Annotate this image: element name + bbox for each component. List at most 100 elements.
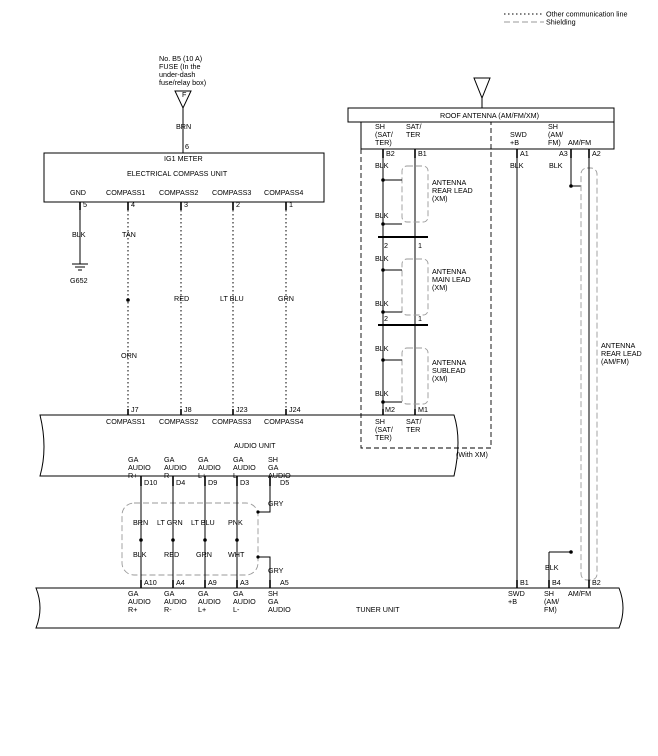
svg-text:BLK: BLK (549, 161, 563, 170)
brn-wire-label: BRN (176, 122, 191, 131)
svg-text:R-: R- (164, 605, 172, 614)
svg-text:BLK: BLK (510, 161, 524, 170)
pin-a4: A4 (176, 578, 185, 587)
svg-text:SWD: SWD (510, 130, 527, 139)
svg-text:BLK: BLK (375, 389, 389, 398)
svg-text:AUDIO: AUDIO (268, 605, 291, 614)
svg-text:L-: L- (233, 605, 240, 614)
svg-text:AUDIO: AUDIO (164, 597, 187, 606)
ltblu-wire-label: LT BLU (220, 294, 244, 303)
pin-b1: B1 (418, 149, 427, 158)
audio-unit-name: AUDIO UNIT (234, 441, 276, 450)
fuse-pin: F (182, 90, 187, 99)
term-compass1: COMPASS1 (106, 188, 145, 197)
pin-compass3: 2 (236, 200, 240, 209)
ground-label: G652 (70, 276, 88, 285)
svg-text:FM): FM) (548, 138, 561, 147)
svg-text:AUDIO: AUDIO (164, 463, 187, 472)
svg-text:BLK: BLK (375, 344, 389, 353)
svg-text:(SAT/: (SAT/ (375, 130, 393, 139)
gnd-wire-label: BLK (72, 230, 86, 239)
svg-text:R+: R+ (128, 605, 137, 614)
pin-b4-tuner: B4 (552, 578, 561, 587)
with-xm-enclosure (360, 121, 492, 449)
pin-b2-tuner: B2 (592, 578, 601, 587)
compass-unit-name: ELECTRICAL COMPASS UNIT (127, 169, 228, 178)
svg-text:AUDIO: AUDIO (268, 471, 291, 480)
svg-text:L-: L- (233, 471, 240, 480)
svg-text:(XM): (XM) (432, 374, 448, 383)
svg-text:AUDIO: AUDIO (128, 597, 151, 606)
grn-wire-label: GRN (278, 294, 294, 303)
fuse-label-1: No. B5 (10 A) (159, 54, 202, 63)
pin-a1: A1 (520, 149, 529, 158)
svg-text:R+: R+ (128, 471, 137, 480)
audio-shield (121, 502, 259, 576)
svg-text:BLK: BLK (375, 254, 389, 263)
pin-compass4: 1 (289, 200, 293, 209)
tan-wire-label: TAN (122, 230, 136, 239)
svg-text:SAT/: SAT/ (406, 122, 421, 131)
svg-text:AUDIO: AUDIO (233, 597, 256, 606)
svg-text:SH: SH (268, 455, 278, 464)
gry-label-bottom: GRY (268, 566, 284, 575)
compass-unit: IG1 METER ELECTRICAL COMPASS UNIT GND CO… (43, 152, 325, 203)
wire-brn-label: BRN (133, 518, 148, 527)
pin-b1-tuner: B1 (520, 578, 529, 587)
rear-amfm-label-1: ANTENNA (601, 341, 636, 350)
term-gnd: GND (70, 188, 86, 197)
svg-text:GA: GA (198, 589, 209, 598)
sh-ga-shield-tap-bottom (258, 556, 271, 588)
audio-sat-1: SAT/ (406, 417, 421, 426)
tuner-sh-3: FM) (544, 605, 557, 614)
pin-compass2: 3 (184, 200, 188, 209)
wire-ltblu-label: LT BLU (191, 518, 215, 527)
pin-j8: J8 (184, 405, 192, 414)
antenna-triangle (473, 77, 491, 100)
compass-wires: 5 BLK G652 4 TAN ORN 3 RED 2 LT BLU 1 GR… (70, 200, 294, 415)
audio-sh-2: (SAT/ (375, 425, 393, 434)
legend-shield-label: Shielding (546, 18, 576, 27)
pin-j7: J7 (131, 405, 139, 414)
svg-text:+B: +B (510, 138, 519, 147)
tuner-unit-box (35, 587, 624, 629)
pin-m2: M2 (385, 405, 395, 414)
audio-sat-2: TER (406, 425, 420, 434)
svg-text:ANTENNA: ANTENNA (432, 267, 467, 276)
svg-text:(AM/: (AM/ (548, 130, 563, 139)
roof-antenna-terminal-box (360, 121, 615, 150)
pin-j24: J24 (289, 405, 301, 414)
svg-text:AUDIO: AUDIO (198, 597, 221, 606)
svg-text:L+: L+ (198, 471, 206, 480)
fuse-connector-triangle (174, 90, 192, 110)
wire-blk-label: BLK (133, 550, 147, 559)
pin-a5: A5 (280, 578, 289, 587)
audio-sh-3: TER) (375, 433, 392, 442)
wire-ltgrn-label: LT GRN (157, 518, 183, 527)
wire-pnk-label: PNK (228, 518, 243, 527)
gry-label-top: GRY (268, 499, 284, 508)
audio-unit: J7 J8 J23 J24 COMPASS1 COMPASS2 COMPASS3… (39, 405, 488, 480)
svg-text:GA: GA (164, 455, 175, 464)
legend-comm-label: Other communication line (546, 10, 628, 19)
audio-unit-box (39, 414, 459, 477)
pin-j23: J23 (236, 405, 248, 414)
audio-compass3-label: COMPASS3 (212, 417, 251, 426)
svg-text:SUBLEAD: SUBLEAD (432, 366, 466, 375)
pin-d4: D4 (176, 478, 185, 487)
svg-text:GA: GA (233, 589, 244, 598)
svg-text:L+: L+ (198, 605, 206, 614)
svg-text:GA: GA (268, 597, 279, 606)
audio-tuner-wires: D10 D4 D9 D3 D5 BRN LT GRN LT BLU PNK BL… (121, 476, 289, 588)
svg-text:GA: GA (233, 455, 244, 464)
pin-compass1: 4 (131, 200, 135, 209)
svg-text:(XM): (XM) (432, 283, 448, 292)
roof-antenna-name: ROOF ANTENNA (AM/FM/XM) (440, 111, 539, 120)
svg-text:SH: SH (548, 122, 558, 131)
svg-text:TER): TER) (375, 138, 392, 147)
pin-d5: D5 (280, 478, 289, 487)
red-wire-label: RED (174, 294, 189, 303)
svg-text:AUDIO: AUDIO (233, 463, 256, 472)
